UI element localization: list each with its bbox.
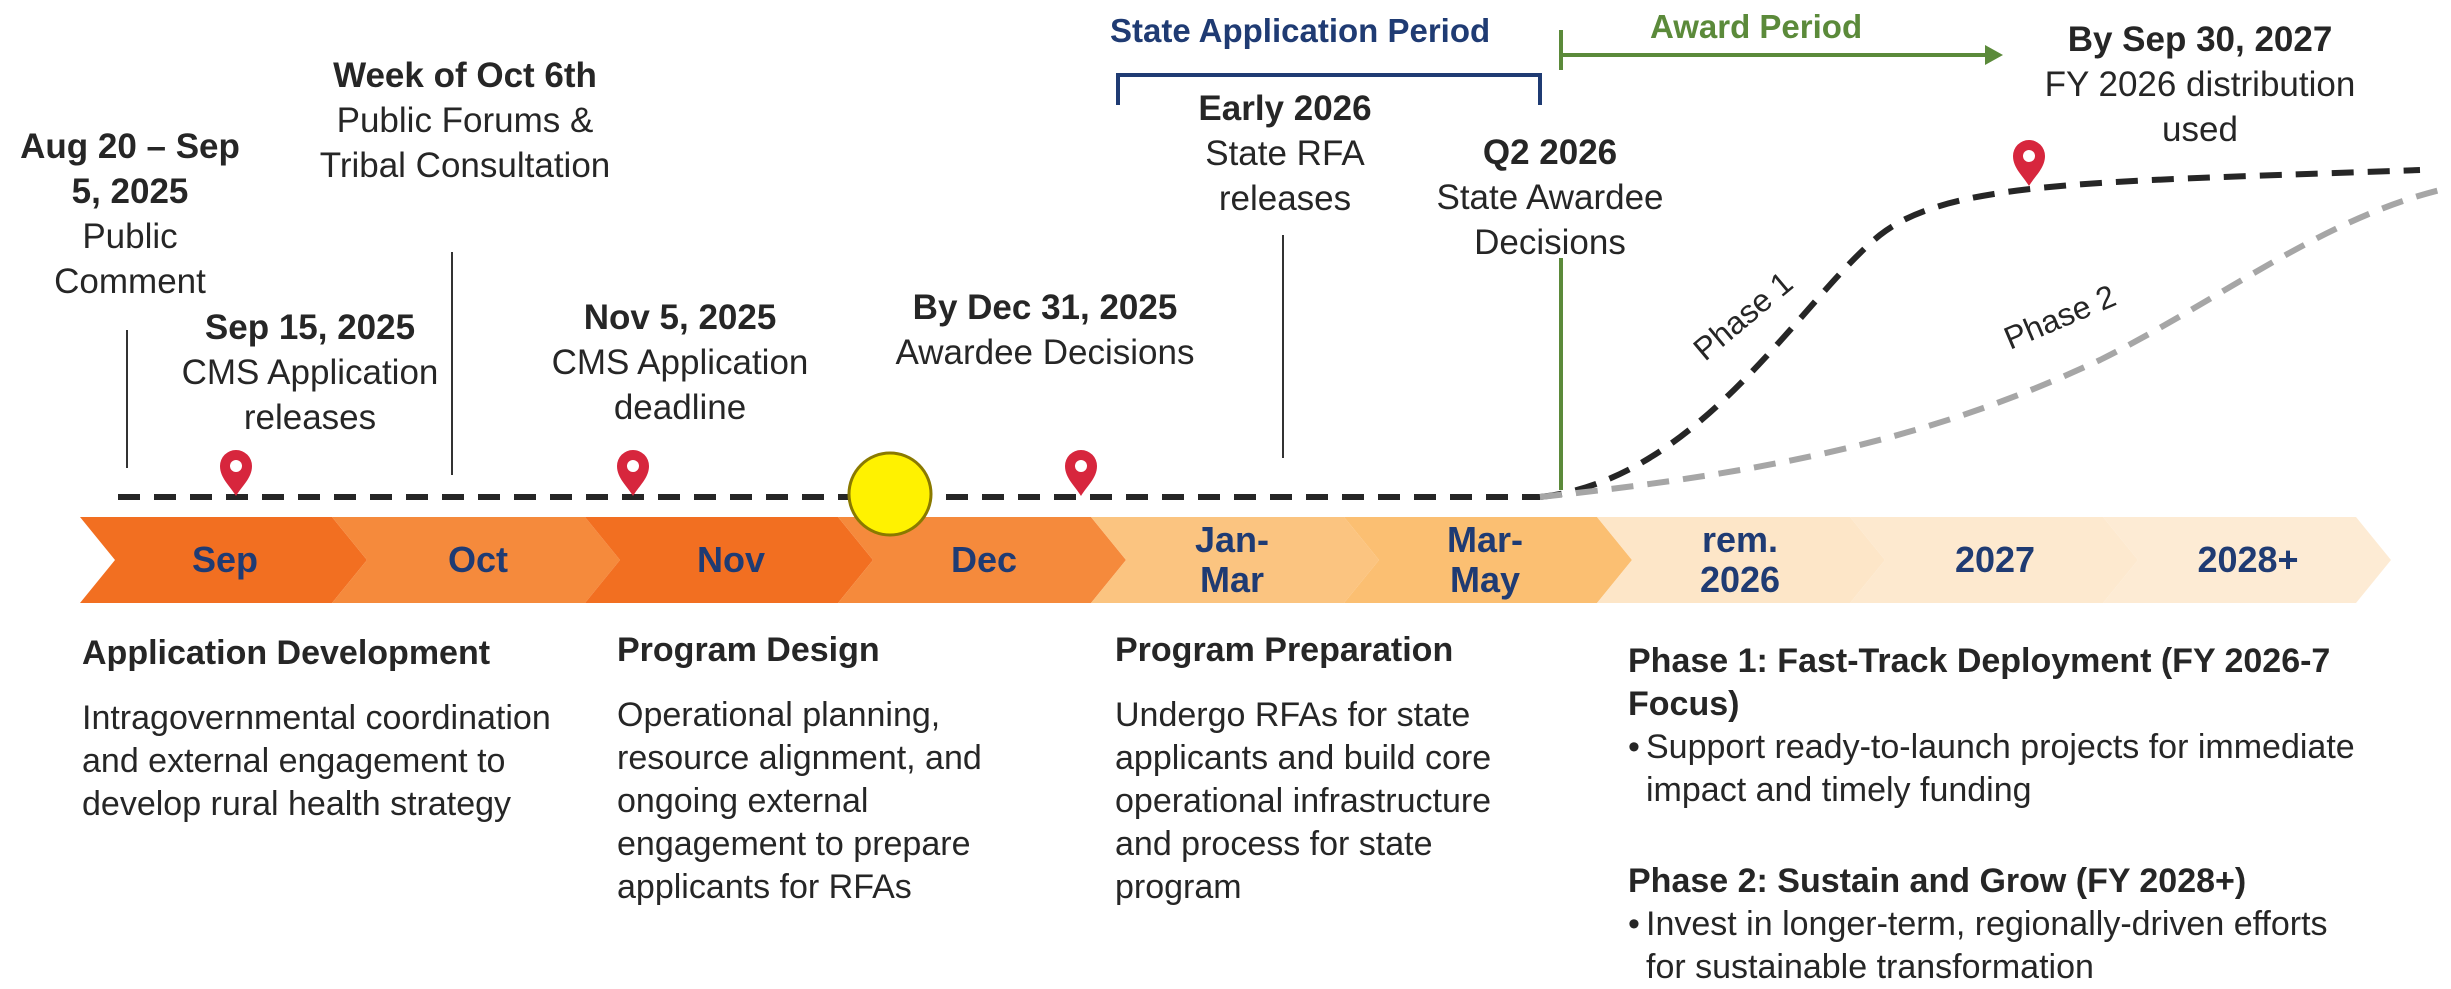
- event-description: CMS Application deadline: [551, 343, 809, 427]
- event-description: State RFA releases: [1205, 134, 1365, 218]
- chevron-label-nov: Nov: [696, 539, 765, 580]
- chevron-label-rem-2026: rem. 2026: [1699, 519, 1781, 600]
- event-date: Nov 5, 2025: [583, 298, 777, 337]
- event-state-rfa: Early 2026 State RFA releases: [1180, 86, 1390, 221]
- chevron-label-sep: Sep: [191, 539, 259, 580]
- chevron-label-dec: Dec: [950, 539, 1018, 580]
- event-description: Public Comment: [54, 217, 206, 301]
- event-description: Public Forums & Tribal Consultation: [319, 101, 611, 185]
- section-program-preparation: Program Preparation Undergo RFAs for sta…: [1115, 629, 1555, 909]
- phase-bullet: Support ready-to-launch projects for imm…: [1628, 726, 2358, 812]
- event-state-awardee: Q2 2026 State Awardee Decisions: [1420, 130, 1680, 265]
- chevron-jan-mar: [1091, 517, 1379, 603]
- event-date: Sep 15, 2025: [204, 308, 416, 347]
- event-cms-app-deadline: Nov 5, 2025 CMS Application deadline: [545, 295, 815, 430]
- section-heading: Application Development: [82, 634, 491, 672]
- chevron-oct: [332, 517, 620, 603]
- event-description: Awardee Decisions: [895, 333, 1195, 372]
- phase1-description: Phase 1: Fast-Track Deployment (FY 2026-…: [1628, 640, 2358, 812]
- map-pin-icon: [2013, 140, 2045, 186]
- chevron-label-2027: 2027: [1954, 539, 2036, 580]
- section-heading: Program Design: [617, 631, 880, 669]
- event-public-comment: Aug 20 – Sep 5, 2025 Public Comment: [5, 124, 255, 304]
- event-public-forums: Week of Oct 6th Public Forums & Tribal C…: [300, 53, 630, 188]
- chevron-dec: [838, 517, 1126, 603]
- event-date: By Dec 31, 2025: [912, 288, 1178, 327]
- award-arrow-head-icon: [1985, 45, 2003, 65]
- map-pin-icon: [617, 450, 649, 496]
- event-date: Early 2026: [1198, 89, 1372, 128]
- event-date: Week of Oct 6th: [333, 56, 597, 95]
- map-pin-icon: [1065, 450, 1097, 496]
- chevron-2028-plus: [2103, 517, 2391, 603]
- chevron-sep: [80, 517, 367, 603]
- chevron-mar-may: [1344, 517, 1632, 603]
- state-application-period-label: State Application Period: [1110, 12, 1491, 49]
- phase2-curve-label: Phase 2: [1999, 277, 2121, 356]
- event-description: State Awardee Decisions: [1436, 178, 1664, 262]
- section-body: Undergo RFAs for state applicants and bu…: [1115, 696, 1492, 906]
- event-description: FY 2026 distribution used: [2044, 65, 2356, 149]
- event-description: CMS Application releases: [181, 353, 439, 437]
- chevron-2027: [1850, 517, 2138, 603]
- state-application-bracket: [1116, 73, 1542, 105]
- chevron-label-oct: Oct: [447, 539, 508, 580]
- event-date: By Sep 30, 2027: [2067, 20, 2333, 59]
- event-fy2026-used: By Sep 30, 2027 FY 2026 distribution use…: [2010, 17, 2390, 152]
- month-chevrons: [80, 517, 2391, 603]
- chevron-rem-2026: [1597, 517, 1885, 603]
- chevron-nov: [585, 517, 873, 603]
- phase1-curve: [1539, 167, 2421, 500]
- phase-heading: Phase 1: Fast-Track Deployment (FY 2026-…: [1628, 642, 2331, 723]
- phase2-description: Phase 2: Sustain and Grow (FY 2028+) Inv…: [1628, 860, 2358, 989]
- award-period-label: Award Period: [1650, 8, 1863, 45]
- section-application-development: Application Development Intragovernmenta…: [82, 632, 582, 826]
- event-awardee-decisions: By Dec 31, 2025 Awardee Decisions: [880, 285, 1210, 375]
- section-body: Operational planning, resource alignment…: [617, 696, 982, 906]
- chevron-label-2028-plus: 2028+: [2197, 539, 2299, 580]
- map-pin-icon: [220, 450, 252, 496]
- event-cms-app-release: Sep 15, 2025 CMS Application releases: [160, 305, 460, 440]
- section-body: Intragovernmental coordination and exter…: [82, 699, 551, 823]
- event-date: Aug 20 – Sep 5, 2025: [20, 127, 240, 211]
- section-heading: Program Preparation: [1115, 631, 1454, 669]
- phase2-curve: [1539, 187, 2441, 500]
- chevron-label-mar-may: Mar-May: [1446, 519, 1523, 600]
- event-date: Q2 2026: [1482, 133, 1618, 172]
- chevron-label-jan-mar: Jan-Mar: [1194, 519, 1270, 600]
- phase-bullet: Invest in longer-term, regionally-driven…: [1628, 903, 2358, 989]
- phase-heading: Phase 2: Sustain and Grow (FY 2028+): [1628, 862, 2247, 900]
- section-program-design: Program Design Operational planning, res…: [617, 629, 1047, 909]
- phase1-curve-label: Phase 1: [1686, 264, 1799, 367]
- current-date-highlight: [847, 451, 933, 537]
